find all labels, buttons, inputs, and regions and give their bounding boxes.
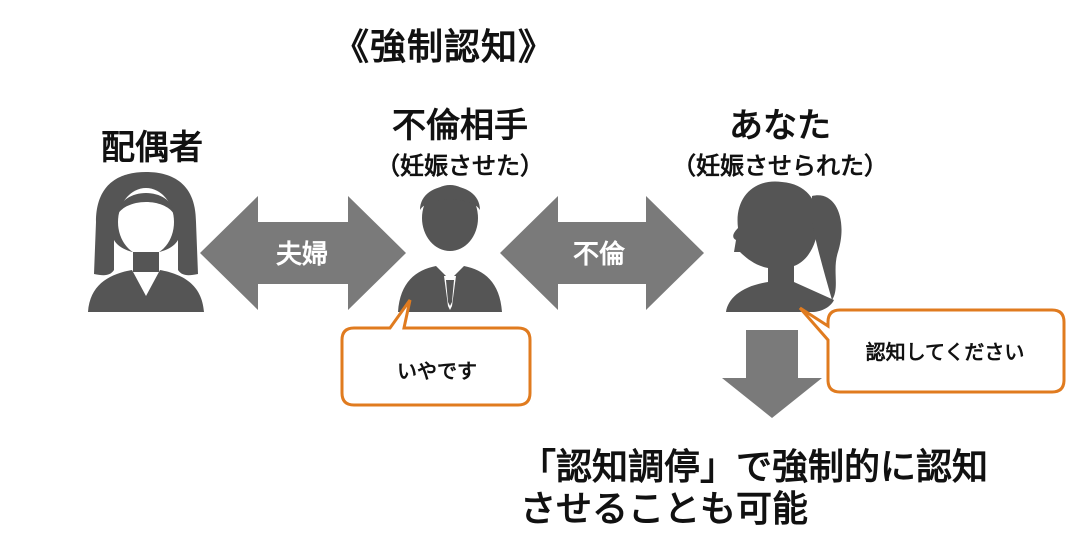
marriage-arrow-label: 夫婦 — [275, 240, 328, 270]
affair-arrow-label: 不倫 — [572, 240, 625, 270]
partner-sublabel: （妊娠させた） — [376, 152, 544, 180]
you-speech-bubble — [798, 306, 1066, 394]
you-label: あなた — [729, 106, 831, 146]
you-icon — [726, 181, 842, 312]
partner-speech-bubble — [340, 299, 532, 407]
partner-bubble-text: いやです — [397, 359, 477, 383]
partner-label: 不倫相手 — [392, 106, 528, 146]
down-arrow — [722, 330, 822, 418]
conclusion-line-2: させることも可能 — [520, 489, 809, 530]
partner-icon — [398, 185, 502, 312]
conclusion-line-1: 「認知調停」で強制的に認知 — [520, 447, 989, 488]
marriage-arrow — [200, 196, 406, 310]
spouse-label: 配偶者 — [101, 128, 203, 168]
spouse-icon — [88, 172, 204, 312]
you-sublabel: （妊娠させられた） — [672, 152, 888, 180]
diagram-title: 《強制認知》 — [333, 27, 556, 68]
you-bubble-text: 認知してください — [865, 340, 1025, 364]
affair-arrow — [500, 196, 704, 310]
